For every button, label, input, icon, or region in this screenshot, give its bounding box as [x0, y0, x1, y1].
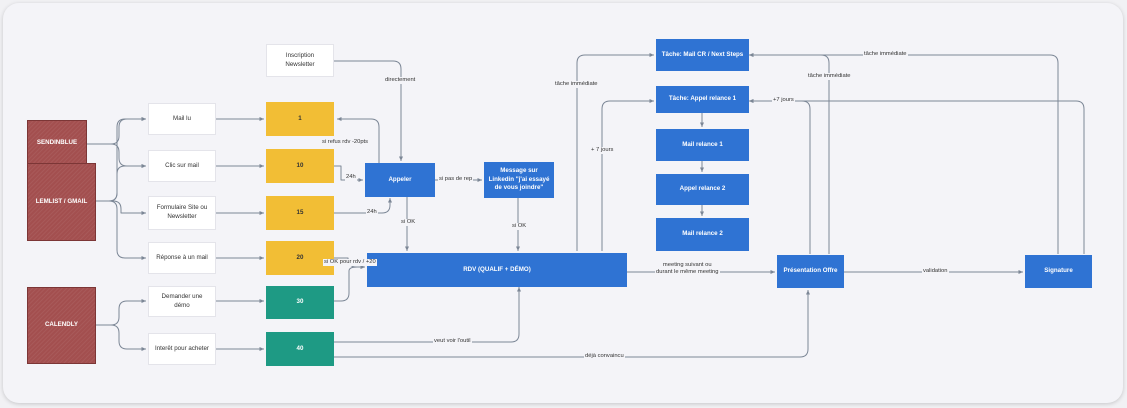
node-score-40-label: 40 [296, 344, 304, 352]
edge-lemlist-reponse [96, 200, 146, 260]
label-si-refus: si refus rdv -20pts [321, 139, 370, 146]
label-deja-convaincu: déjà convaincu [584, 353, 625, 360]
node-score-1[interactable]: 1 [266, 102, 334, 136]
node-calendly[interactable]: CALENDLY [27, 287, 96, 364]
node-appeler[interactable]: Appeler [365, 163, 435, 197]
node-demander-demo-label: Demander une démo [161, 292, 203, 309]
node-mail-relance-1-label: Mail relance 1 [682, 140, 723, 148]
label-meeting-suivant: meeting suivant ou durant le même meetin… [655, 262, 720, 276]
node-score-40[interactable]: 40 [266, 332, 334, 366]
edge-signature-tache-mail [749, 53, 1059, 254]
edge-presentation-tache-appel [749, 99, 811, 254]
node-interet-acheter[interactable]: Interêt pour acheter [148, 333, 216, 365]
node-lemlist-label: LEMLIST / GMAIL [35, 197, 88, 205]
node-inscription-newsletter[interactable]: Inscription Newsletter [266, 44, 334, 77]
node-clic-mail-label: Clic sur mail [165, 161, 199, 169]
label-si-pas-de-rep: si pas de rep [438, 176, 474, 183]
node-sendinblue-label: SENDINBLUE [36, 139, 78, 146]
node-score-1-label: 1 [298, 114, 302, 122]
node-mail-relance-1[interactable]: Mail relance 1 [656, 129, 749, 161]
label-24h-b: 24h [366, 209, 378, 216]
node-score-30-label: 30 [296, 298, 304, 305]
edge-inscription-appeler [334, 60, 403, 161]
label-24h-a: 24h [345, 174, 357, 181]
node-sendinblue[interactable]: SENDINBLUE [27, 120, 87, 167]
node-interet-acheter-label: Interêt pour acheter [154, 344, 209, 352]
node-score-10[interactable]: 10 [266, 149, 334, 183]
label-tache-immediate-2: tâche immédiate [807, 73, 852, 80]
node-score-20[interactable]: 20 [266, 241, 334, 275]
edge-40-rdv [334, 287, 521, 343]
edge-lemlist-clic [96, 164, 146, 202]
edge-rdv-tache-mail [576, 53, 654, 251]
label-validation: validation [922, 268, 949, 275]
node-demander-demo[interactable]: Demander une démo [148, 286, 216, 317]
node-reponse-mail[interactable]: Réponse à un mail [148, 242, 216, 274]
edge-signature-tache-appel [749, 99, 1085, 254]
edge-lemlist-formulaire [96, 200, 146, 215]
edge-rdv-tache-appel [601, 99, 654, 251]
edge-presentation-tache-mail [749, 53, 830, 254]
edge-appeler-refus [337, 117, 380, 165]
node-presentation-offre[interactable]: Présentation Offre [777, 255, 844, 288]
edge-calendly-demo [96, 299, 146, 326]
label-veut-voir-outil: veut voir l'outil [433, 338, 472, 345]
edge-calendly-acheter [96, 324, 146, 351]
label-plus-7-jours-2: +7 jours [772, 97, 795, 104]
edge-40-presentation [334, 290, 810, 358]
edge-15-appeler [334, 198, 392, 214]
node-signature[interactable]: Signature [1025, 255, 1092, 288]
node-score-20-label: 20 [296, 253, 304, 261]
node-clic-mail[interactable]: Clic sur mail [148, 150, 216, 182]
label-tache-immediate-3: tâche immédiate [863, 51, 908, 58]
node-score-10-label: 10 [296, 161, 304, 169]
node-message-linkedin[interactable]: Message sur Linkedin "j'ai essayé de vou… [484, 162, 554, 198]
node-tache-mail-cr[interactable]: Tâche: Mail CR / Next Steps [656, 39, 749, 71]
node-score-15[interactable]: 15 [266, 196, 334, 230]
node-formulaire-label: Formulaire Site ou Newsletter [156, 204, 208, 220]
node-mail-relance-2-label: Mail relance 2 [682, 230, 723, 237]
label-directement: directement [384, 77, 417, 84]
node-appel-relance-2[interactable]: Appel relance 2 [656, 174, 749, 205]
label-plus-7-jours-1: + 7 jours [590, 147, 615, 154]
node-score-15-label: 15 [296, 208, 304, 216]
node-mail-lu[interactable]: Mail lu [148, 103, 216, 135]
node-tache-mail-cr-label: Tâche: Mail CR / Next Steps [661, 50, 744, 58]
node-inscription-newsletter-label: Inscription Newsletter [285, 51, 315, 68]
node-appel-relance-2-label: Appel relance 2 [679, 185, 726, 192]
label-si-ok-1: si OK [400, 219, 417, 226]
node-calendly-label: CALENDLY [44, 321, 79, 328]
node-formulaire[interactable]: Formulaire Site ou Newsletter [148, 196, 216, 230]
edge-lemlist-mail-lu [96, 117, 146, 202]
flowchart-canvas: SENDINBLUE LEMLIST / GMAIL CALENDLY Mail… [3, 3, 1123, 403]
label-tache-immediate-1: tâche immédiate [554, 81, 599, 88]
node-rdv[interactable]: RDV (QUALIF + DÉMO) [367, 253, 627, 287]
node-lemlist[interactable]: LEMLIST / GMAIL [27, 163, 96, 241]
node-message-linkedin-label: Message sur Linkedin "j'ai essayé de vou… [488, 166, 550, 192]
node-tache-appel-relance[interactable]: Tâche: Appel relance 1 [656, 86, 749, 113]
label-si-ok-2: si OK [511, 223, 528, 230]
node-presentation-offre-label: Présentation Offre [783, 267, 838, 274]
node-rdv-label: RDV (QUALIF + DÉMO) [463, 265, 531, 273]
node-score-30[interactable]: 30 [266, 286, 334, 319]
node-mail-lu-label: Mail lu [173, 114, 191, 122]
node-appeler-label: Appeler [388, 175, 412, 183]
node-signature-label: Signature [1044, 267, 1073, 274]
edge-30-rdv [334, 265, 365, 302]
node-tache-appel-relance-label: Tâche: Appel relance 1 [668, 95, 737, 102]
label-si-ok-pour-rdv: si OK pour rdv / +20 [323, 259, 377, 266]
node-reponse-mail-label: Réponse à un mail [156, 253, 208, 261]
node-mail-relance-2[interactable]: Mail relance 2 [656, 218, 749, 251]
